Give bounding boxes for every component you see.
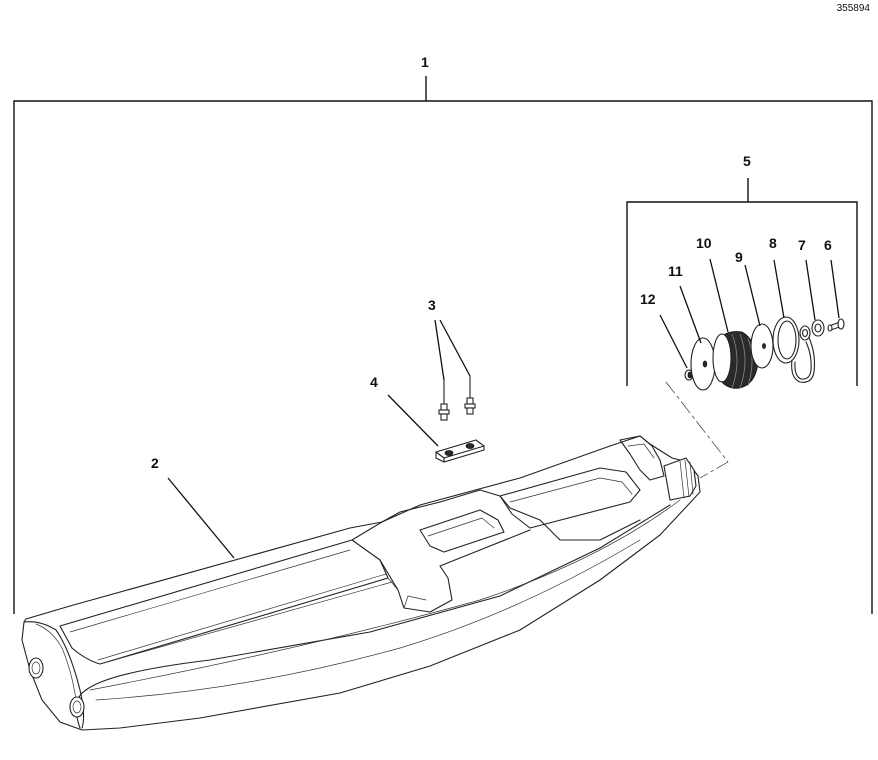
assembly-bracket-1	[13, 76, 873, 614]
leader-lines	[167, 258, 840, 559]
document-id: 355894	[836, 3, 870, 14]
callout-6: 6	[824, 237, 832, 253]
callout-3: 3	[428, 297, 436, 313]
callout-8: 8	[769, 235, 777, 251]
mounting-plate	[435, 439, 485, 463]
callout-4: 4	[370, 374, 378, 390]
callout-10: 10	[696, 235, 712, 251]
callout-11: 11	[668, 263, 683, 279]
gasket	[750, 323, 774, 369]
callout-2: 2	[151, 455, 159, 471]
callout-9: 9	[735, 249, 743, 265]
assembly-axis-line	[665, 381, 729, 479]
callout-7: 7	[798, 237, 806, 253]
disc	[690, 337, 716, 391]
washer	[799, 319, 825, 341]
threaded-cap	[712, 331, 759, 389]
screw-left	[438, 379, 450, 421]
callout-12: 12	[640, 291, 656, 307]
set-screw	[684, 369, 694, 381]
lanyard	[772, 316, 816, 383]
callout-1: 1	[421, 54, 429, 70]
screw-right	[464, 375, 476, 415]
callout-5: 5	[743, 153, 751, 169]
housing-body	[21, 435, 701, 731]
assembly-bracket-5	[626, 178, 858, 386]
pin	[827, 318, 845, 332]
